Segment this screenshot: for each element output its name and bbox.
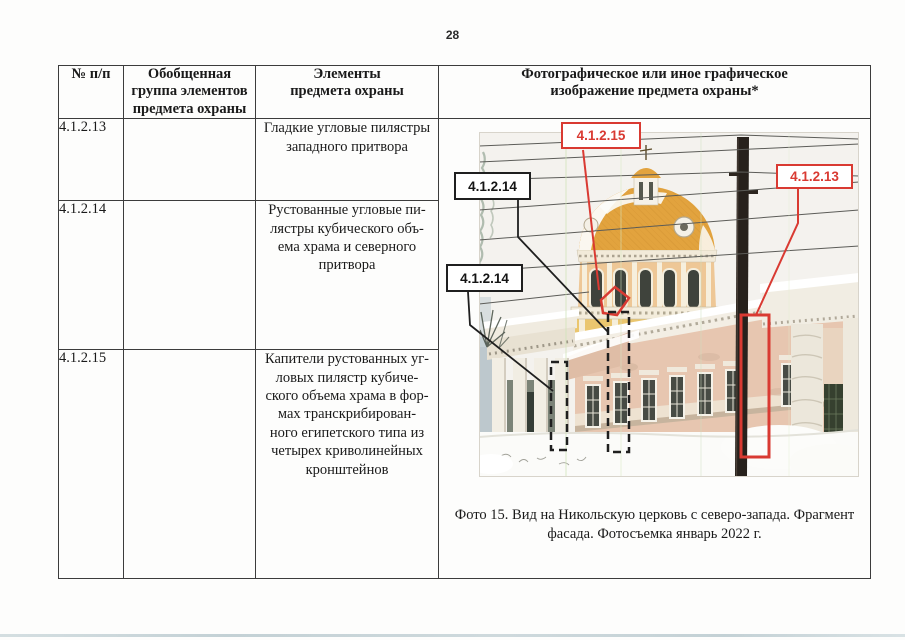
row-group (123, 118, 256, 202)
table-header-row: № п/п Обобщенная группа элементов предме… (58, 64, 871, 120)
row-number: 4.1.2.14 (58, 200, 124, 351)
header-elements: Элементы предмета охраны (255, 64, 439, 120)
church-dome (570, 145, 724, 320)
row-element: Капители рустованных уг- ловых пилястр к… (255, 349, 439, 580)
table-row: 4.1.2.14 Рустованные угловые пи- лястры … (58, 200, 871, 351)
callout-label-4-1-2-14-upper: 4.1.2.14 (454, 172, 531, 201)
header-group: Обобщенная группа элементов предмета охр… (123, 64, 256, 120)
protection-objects-table: № п/п Обобщенная группа элементов предме… (58, 64, 871, 580)
header-photo: Фотографическое или иное графическое изо… (438, 64, 871, 120)
row-group (123, 349, 256, 580)
row-group (123, 200, 256, 351)
scan-bottom-edge (0, 634, 905, 637)
row-number: 4.1.2.13 (58, 118, 124, 202)
snow-ground (479, 425, 859, 478)
callout-label-4-1-2-15: 4.1.2.15 (561, 122, 641, 150)
table-row: 4.1.2.15 Капители рустованных уг- ловых … (58, 349, 871, 580)
row-number: 4.1.2.15 (58, 349, 124, 580)
table-row: 4.1.2.13 Гладкие угловые пилястры западн… (58, 118, 871, 580)
row-element: Гладкие угловые пилястры западного притв… (255, 118, 439, 202)
page-number: 28 (445, 28, 460, 42)
header-num: № п/п (58, 64, 124, 120)
photo-area: 4.1.2.15 4.1.2.14 4.1.2.14 4.1.2.13 Фото… (439, 119, 870, 577)
callout-label-4-1-2-14-lower: 4.1.2.14 (446, 264, 523, 293)
photo-cell: 4.1.2.15 4.1.2.14 4.1.2.14 4.1.2.13 Фото… (438, 118, 871, 580)
callout-label-4-1-2-13: 4.1.2.13 (776, 164, 853, 190)
photo-caption: Фото 15. Вид на Никольскую церковь с сев… (454, 507, 855, 543)
row-element: Рустованные угловые пи- лястры кубическо… (255, 200, 439, 351)
